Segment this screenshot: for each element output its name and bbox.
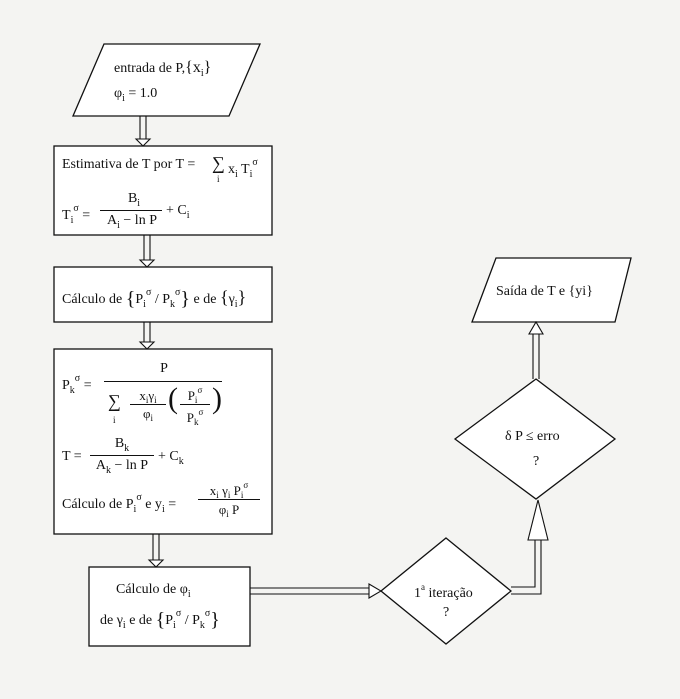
yi-numerator: xi γi Piσ [209,480,249,500]
yi-denominator: φi P [218,502,240,519]
estimate-box [53,145,273,236]
phi-calc-line2: de γi e de {Piσ / Pkσ} [100,608,220,631]
first-iteration-diamond [379,537,513,645]
pk-sum: ∑ [108,391,121,411]
arrow-estimate-to-ratio [138,235,156,268]
first-iteration-label: 1a iteração [414,582,473,601]
arrow-ratio-to-pk [138,322,156,350]
input-phi-label: φi = 1.0 [114,86,158,104]
pk-formula-box [53,348,273,535]
pk-paren-bar [180,404,210,405]
arrow-pk-to-phi [147,534,165,568]
yi-calc-label: Cálculo de Piσ e yi = [62,492,177,515]
estimate-sum: ∑ [212,153,225,173]
error-check-diamond [453,378,617,500]
output-parallelogram [471,257,632,323]
estimate-tail: + Ci [166,203,190,221]
estimate-fraction-denominator: Ai − ln P [107,213,157,231]
pk-lhs: Pkσ = [62,373,92,396]
output-label: Saída de T e {yi} [496,284,593,299]
pk-fraction-bar [104,381,222,382]
pk-paren-denominator: Pkσ [186,407,204,427]
estimate-fraction-numerator: Bi [127,191,141,209]
input-parallelogram [72,43,261,117]
first-iteration-question: ? [443,605,450,620]
error-check-label: δ P ≤ erro [505,429,560,444]
estimate-sum-index: i [217,174,220,184]
pk-sum-index: i [113,415,116,425]
error-check-question: ? [533,454,540,469]
arrow-iteration-to-error [511,499,549,595]
t-numerator: Bk [114,436,130,454]
arrow-error-to-output [528,320,544,379]
ratio-calc-box [53,266,273,323]
arrow-phi-to-iteration [250,583,383,599]
ratio-calc-label: Cálculo de {Piσ / Pkσ} e de {γi} [62,287,247,310]
estimate-line1: Estimativa de T por T = [62,157,196,172]
pk-inner-numerator: xiγi [139,388,157,405]
arrow-input-to-estimate [134,116,152,147]
pk-inner-denominator: φi [142,406,154,423]
estimate-term: xi Tiσ [228,157,258,180]
t-equation-lhs: T = [62,449,82,464]
phi-calc-box [88,566,251,647]
phi-calc-line1: Cálculo de φi [116,582,191,600]
pk-inner-bar [130,404,166,405]
estimate-fraction-bar [100,210,162,211]
yi-fraction-bar [198,499,260,500]
t-tail: + Ck [158,449,184,467]
t-denominator: Ak − ln P [95,458,149,476]
pk-paren-numerator: Piσ [187,385,203,405]
pk-paren-left: ( [168,382,178,415]
t-fraction-bar [90,455,154,456]
pk-paren-right: ) [212,382,222,415]
pk-numerator: P [160,361,168,376]
estimate-Ti: Tiσ = [62,203,91,226]
input-label: entrada de P,{xi} [114,59,212,79]
